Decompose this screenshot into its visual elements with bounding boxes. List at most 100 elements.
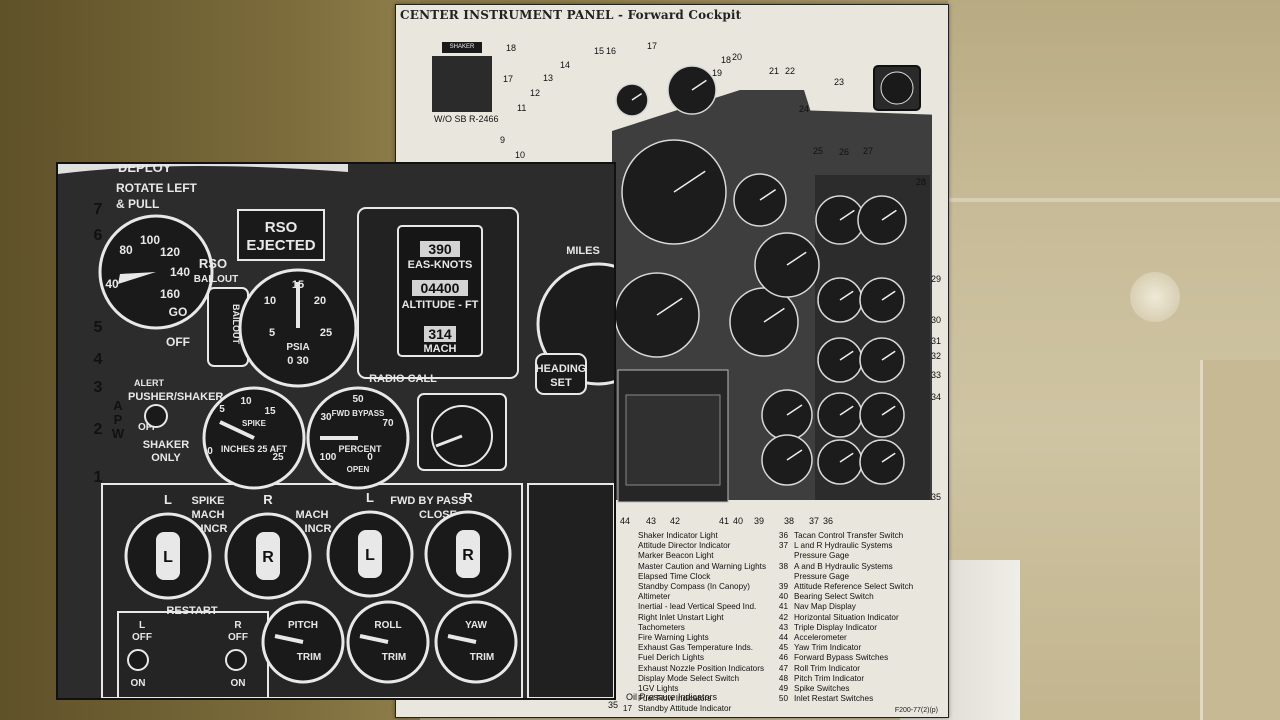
knob-grip-icon (156, 532, 180, 580)
legend-right-text: Spike Switches (794, 684, 850, 694)
legend-right-text: Inlet Restart Switches (794, 694, 874, 704)
apw-letter: A (113, 398, 123, 413)
gauge-needle-icon (631, 92, 643, 101)
side-number: 7 (94, 201, 103, 218)
callout-15: 15 (594, 46, 605, 56)
legend-left-row: Altimeter (612, 592, 766, 602)
eas-knots-label: EAS-KNOTS (408, 259, 473, 271)
gauge-needle-icon (786, 251, 807, 266)
legend-left-text: Right Inlet Unstart Light (638, 612, 724, 622)
callout-17b: 17 (647, 41, 658, 51)
knob-letter: R (262, 549, 274, 566)
airspeed-tick: 40 (105, 277, 119, 291)
trim-needle-icon (447, 634, 477, 644)
legend-left-text: Fire Warning Lights (638, 633, 709, 643)
legend-left-row: Inertial - lead Vertical Speed Ind. (612, 602, 766, 612)
spike-tick: 25 (272, 452, 284, 463)
restart-l-toggle-icon (127, 649, 149, 671)
callout-25: 25 (813, 146, 824, 156)
deploy-text: & PULL (116, 197, 159, 211)
gauge-needle-icon (839, 350, 854, 361)
bypass-tick: 100 (320, 452, 337, 463)
gauge-needle-icon (881, 350, 896, 361)
eas-value-box (420, 241, 460, 257)
side-number: 6 (94, 227, 103, 244)
legend-left-row: Attitude Director Indicator (612, 541, 766, 551)
knob-grip-icon (358, 530, 382, 578)
spike-needle-icon (219, 420, 255, 440)
percent-label: PERCENT (338, 444, 382, 454)
legend-right-text: Forward Bypass Switches (794, 653, 889, 663)
gauge-needle-icon (763, 307, 785, 323)
spike-tick: 10 (240, 396, 252, 407)
legend-right-text: Tacan Control Transfer Switch (794, 531, 904, 540)
radio-call-label: RADIO CALL (369, 373, 437, 385)
legend-left-row: Elapsed Time Clock (612, 572, 766, 582)
off-label: OFF (166, 335, 190, 349)
legend-right-text: Bearing Select Switch (794, 592, 874, 602)
callout-19: 19 (712, 68, 723, 78)
heading-set-knob (535, 353, 587, 395)
callout-20: 20 (732, 52, 743, 62)
pitch-trim-label: TRIM (297, 652, 321, 663)
legend-left-text: Standby Attitude Indicator (638, 704, 732, 714)
side-number: 4 (94, 351, 103, 368)
legend-left-text: Elapsed Time Clock (638, 571, 711, 581)
legend-right-number: 38 (778, 561, 788, 571)
callout-10: 10 (515, 150, 526, 160)
gauge-needle-icon (691, 79, 707, 91)
psia-tick: 20 (314, 295, 326, 307)
legend-left-text: Shaker Indicator Light (638, 531, 718, 540)
legend-left-row: Fuel Derich Lights (612, 653, 766, 663)
legend-left-text: Fuel Derich Lights (638, 653, 704, 663)
side-number: 3 (94, 379, 103, 396)
spike-label: SPIKE (242, 419, 267, 428)
callout-9: 9 (500, 135, 506, 145)
pusher-shaker-label: PUSHER/SHAKER (128, 391, 223, 403)
restart-r-label: ON (231, 678, 246, 689)
yaw-trim-label: YAW (465, 620, 487, 631)
legend-right-row: Pressure Gage (768, 551, 913, 561)
rso-bailout-label: BAILOUT (194, 274, 238, 285)
callout-23: 23 (834, 77, 845, 87)
altitude-value-box (412, 280, 468, 296)
roll-trim-label: TRIM (382, 652, 406, 663)
wo-label: W/O SB R-2466 (434, 114, 499, 124)
legend-left-text: Exhaust Nozzle Position Indicators (638, 663, 765, 673)
restart-l-label: OFF (132, 632, 152, 643)
side-number: 1 (94, 469, 103, 486)
legend-left-number: 17 (622, 704, 632, 714)
footer-code: F200-77(2)(p) (894, 707, 938, 714)
knob-top-letter: L (164, 492, 172, 507)
bypass-tick: 30 (320, 412, 332, 423)
altitude-value: 04400 (421, 280, 460, 296)
shaker-only-label: ONLY (151, 452, 181, 464)
psia-tick: 5 (269, 327, 275, 339)
legend-left-text: 1GV Lights (638, 684, 679, 694)
off-small-label: OFF (138, 422, 158, 433)
psia-label: PSIA (286, 342, 309, 353)
psia-tick: 25 (320, 327, 332, 339)
callout-11: 11 (517, 103, 527, 113)
heading-set-label: HEADING (536, 363, 587, 375)
open-label: OPEN (347, 465, 370, 474)
airspeed-tick: 140 (170, 265, 190, 279)
psia-tick: 15 (292, 279, 304, 291)
callout-40: 40 (733, 516, 744, 526)
fwd-bypass-label: FWD BYPASS (332, 409, 385, 418)
psia-tick: 10 (264, 295, 276, 307)
legend-oil-pressure: Oil Pressure Indicators (626, 692, 718, 702)
eas-value-text: 390 (428, 241, 452, 257)
legend-right-number: 48 (778, 673, 788, 683)
gauge-needle-icon (839, 452, 854, 463)
legend-left-text: Tachometers (638, 622, 685, 632)
spike-tick: 15 (264, 406, 276, 417)
rso-ejected-box (237, 209, 325, 261)
legend-right-text: Horizontal Situation Indicator (794, 612, 899, 622)
legend-left-text: Marker Beacon Light (638, 551, 714, 561)
